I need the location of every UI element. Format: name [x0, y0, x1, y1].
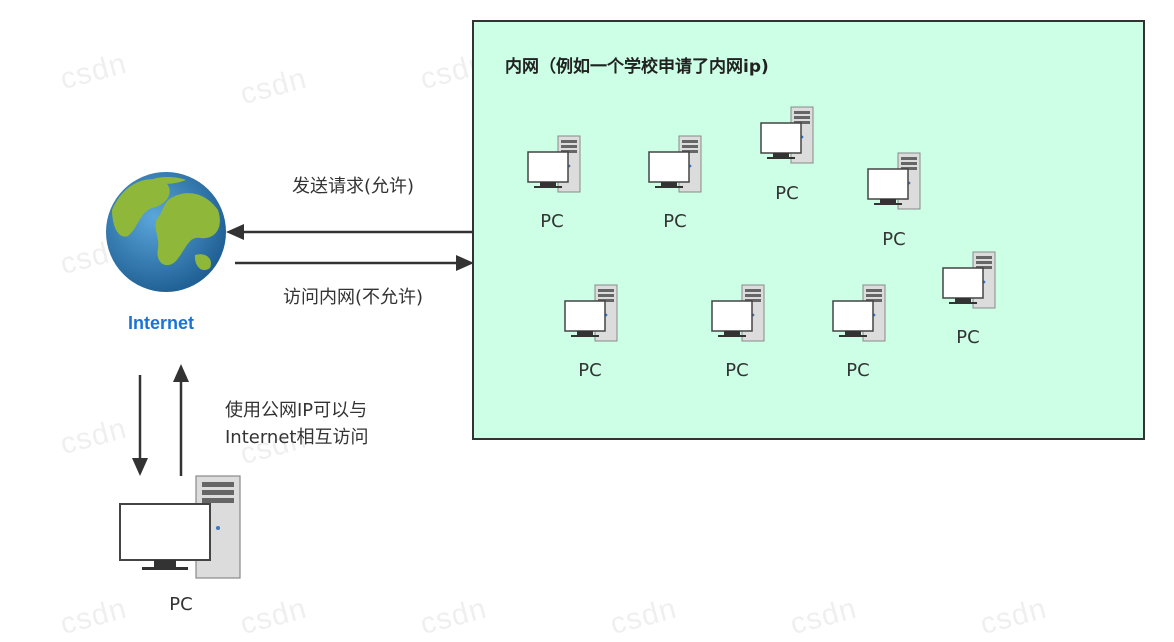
- lan-pc-icon: [942, 251, 996, 309]
- down-arrow: [132, 375, 148, 476]
- internet-label: Internet: [128, 313, 195, 333]
- lan-box: [472, 20, 1145, 440]
- lan-pc-icon: [760, 106, 814, 164]
- lan-pc-icon: [867, 152, 921, 210]
- lan-pc-label: PC: [775, 183, 799, 204]
- lan-pc-icon: [711, 284, 765, 342]
- lan-pc-icon: [564, 284, 618, 342]
- lan-pc-icon: [527, 135, 581, 193]
- access-lan-label: 访问内网(不允许): [283, 287, 424, 308]
- lan-pc-label: PC: [846, 360, 870, 381]
- note-line-2: Internet相互访问: [225, 427, 369, 448]
- lan-pc-label: PC: [663, 211, 687, 232]
- send-request-arrow: [226, 224, 472, 240]
- up-arrow: [173, 364, 189, 476]
- note-line-1: 使用公网IP可以与: [225, 400, 368, 421]
- send-request-label: 发送请求(允许): [292, 176, 415, 197]
- lan-title: 内网（例如一个学校申请了内网ip): [505, 57, 769, 77]
- lan-pc-label: PC: [540, 211, 564, 232]
- lan-pc-label: PC: [725, 360, 749, 381]
- globe-icon: [106, 172, 226, 292]
- lan-pc-label: PC: [578, 360, 602, 381]
- lan-pc-icon: [832, 284, 886, 342]
- public-ip-note: 使用公网IP可以与 Internet相互访问: [225, 397, 368, 451]
- lan-pc-label: PC: [882, 229, 906, 250]
- public-pc-label: PC: [169, 594, 193, 615]
- access-lan-arrow: [235, 255, 474, 271]
- lan-pc-label: PC: [956, 327, 980, 348]
- lan-pc-icon: [648, 135, 702, 193]
- public-pc-icon: [119, 475, 241, 579]
